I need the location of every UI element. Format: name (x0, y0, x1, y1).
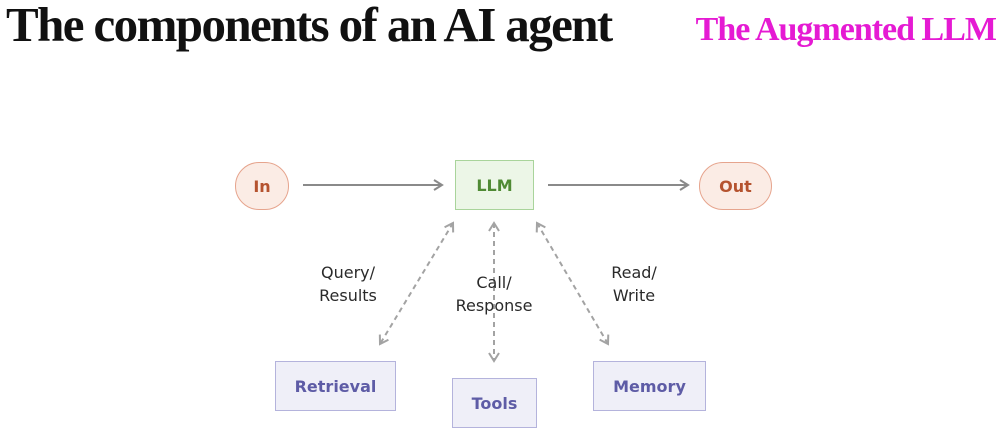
retrieval-edge-label: Query/ Results (319, 263, 377, 305)
memory-edge-label: Read/ Write (611, 263, 657, 305)
page-subtitle: The Augmented LLM (695, 11, 997, 48)
llm-node-label: LLM (476, 175, 513, 195)
tools-edge-label: Call/ Response (455, 273, 533, 315)
arrow-llm-retrieval (378, 221, 455, 346)
memory-node-label: Memory (613, 376, 686, 396)
tools-node-label: Tools (471, 393, 518, 413)
input-node: In (235, 162, 289, 210)
input-node-label: In (253, 176, 271, 196)
output-node-label: Out (719, 176, 752, 196)
retrieval-node-label: Retrieval (294, 376, 377, 396)
llm-node: LLM (455, 160, 534, 210)
output-node: Out (699, 162, 772, 210)
tools-node: Tools (452, 378, 537, 428)
retrieval-node: Retrieval (275, 361, 396, 411)
page-title: The components of an AI agent (6, 0, 613, 52)
memory-node: Memory (593, 361, 706, 411)
